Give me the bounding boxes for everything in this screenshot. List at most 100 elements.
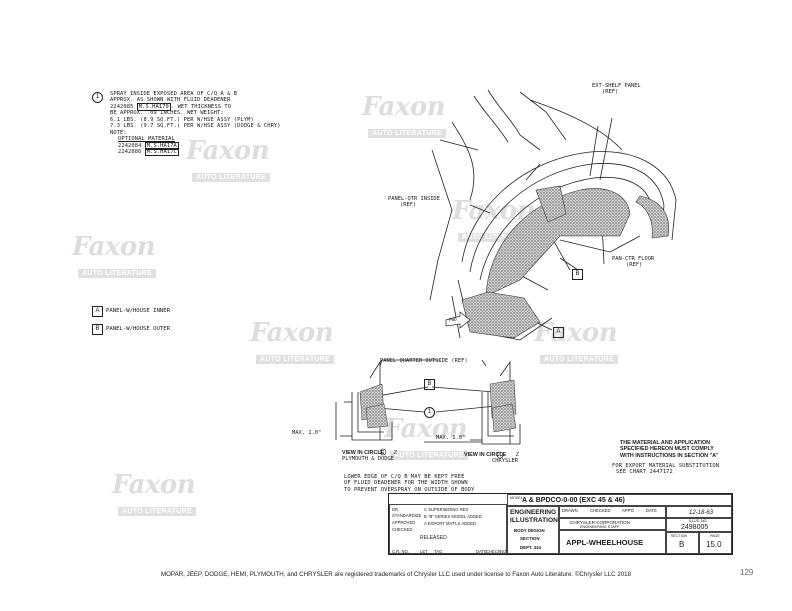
note-line: OF FLUID DEADENER FOR THE WIDTH SHOWN (344, 480, 468, 487)
drawing-title-cell: APPL-WHEELHOUSE (559, 530, 666, 554)
note-line: 6.1 LBS. (8.9 SQ.FT.) PER W/HSE ASSY (PL… (110, 116, 254, 123)
rev-col-label: TAG (434, 549, 443, 554)
rev-label: CHECKED (392, 527, 413, 532)
section-cell-label: SECTION (671, 534, 687, 538)
engineering-illustration-box: ENGINEERING ILLUSTRATION BODY DESIGN SEC… (507, 506, 559, 554)
revision-table: DR. STANDARDIZE APPROVED CHECKED C.R. NO… (389, 504, 507, 554)
rev-letter: C (424, 507, 428, 512)
section-label: SECTION (520, 536, 540, 541)
legend-label-a: PANEL-W/HOUSE INNER (106, 308, 170, 314)
rev-letter: B (424, 514, 427, 519)
section-value: B (679, 540, 685, 549)
corp-cell: CHRYSLER CORPORATION ENGINEERING STAFF (559, 518, 666, 530)
checked-label: CHECKED (590, 508, 611, 513)
corp-name: CHRYSLER CORPORATION (570, 520, 631, 525)
illus-no-value: 2498005 (681, 524, 709, 531)
date-label: DATE (646, 508, 657, 513)
note-line: WITH INSTRUCTIONS IN SECTION "A" (620, 452, 719, 459)
trademark-footer: MOPAR, JEEP, DODGE, HEMI, PLYMOUTH, and … (160, 571, 632, 578)
page-cell: PAGE 15.0 (699, 532, 732, 554)
optional-label: OPTIONAL MATERIAL (118, 136, 175, 143)
model-value: A & BPDCO-0-00 (EXC 45 & 46) (522, 497, 625, 504)
view-letter: Z (393, 450, 398, 456)
dim-max-right: MAX. 1.0" (436, 435, 466, 441)
rev-col-label: NO (500, 549, 507, 554)
signature-row: DRAWN CHECKED APP'D DATE (559, 506, 666, 518)
note-line: 2242085 M.S.HA170. WET THICKNESS TO (110, 102, 281, 111)
fwd-label: FWD (448, 317, 458, 324)
note-line: APPROX. AS SHOWN WITH FLUID DEADENER (110, 97, 231, 104)
rev-row: A EXPORT MAT'LS ADDED (424, 521, 476, 526)
note-line: SEE CHART 2447172 (616, 469, 673, 476)
note-line: SPECIFIED HEREON MUST COMPLY (620, 446, 714, 453)
illus-no-cell: ILLUS. NO. 2498005 (666, 518, 732, 532)
note-line: SPRAY INSIDE EXPOSED AREA OF C/Q A & B (110, 91, 238, 97)
callout-line: EXT-SHELF PANEL (592, 83, 641, 89)
illus-no-label: ILLUS. NO. (689, 519, 708, 523)
callout-line: PAN-CTR FLOOR (612, 256, 655, 262)
spec-box: M.S.HA170 (136, 102, 171, 111)
legend-label-b: PANEL-W/HOUSE OUTER (106, 326, 170, 332)
page-number: 129 (740, 568, 754, 577)
title-block: DR. STANDARDIZE APPROVED CHECKED C.R. NO… (388, 493, 733, 555)
rev-label: APPROVED (392, 520, 416, 525)
marker-b: B (424, 379, 435, 390)
model-label: MODEL (510, 496, 523, 500)
rev-col-label: LET (420, 549, 428, 554)
rev-row: C SUPERSEDING REV. (424, 507, 469, 512)
dim-max-left: MAX. 1.0" (292, 430, 322, 436)
legend-key-b: B (92, 324, 103, 335)
part-number: 2242084 (118, 142, 142, 149)
rev-desc: SUPERSEDING REV. (428, 507, 470, 512)
date-cell: 12-18-63 (666, 506, 732, 518)
part-number: 2242085 (110, 103, 134, 110)
note-line: 7.3 LBS. (9.7 SQ.FT.) PER W/HSE ASSY (DO… (110, 123, 281, 130)
export-note: FOR EXPORT MATERIAL SUBSTITUTION SEE CHA… (612, 463, 719, 476)
rev-desc: EXPORT MAT'LS ADDED (427, 521, 477, 526)
rev-letter: A (424, 521, 427, 526)
note-number-circle: 1 (92, 92, 103, 103)
drawn-label: DRAWN (562, 508, 578, 513)
view-caption-right: VIEW IN CIRCLE Z CHRYSLER (464, 452, 519, 465)
eng-heading: ENGINEERING (510, 509, 557, 516)
rev-row: B "B" SERIES MODEL ADDED (424, 514, 482, 519)
page-cell-label: PAGE (710, 534, 720, 538)
rev-desc: "B" SERIES MODEL ADDED (427, 514, 482, 519)
spray-notes: SPRAY INSIDE EXPOSED AREA OF C/Q A & B A… (110, 91, 281, 129)
callout-line: PANEL-QTR INSIDE (388, 196, 440, 202)
note-line: FOR EXPORT MATERIAL SUBSTITUTION (612, 463, 720, 469)
drawing-title: APPL-WHEELHOUSE (566, 538, 644, 547)
legend-key-a: A (92, 306, 103, 317)
note-line: TO PREVENT OVERSPRAY ON OUTSIDE OF BODY (344, 486, 475, 493)
view-title: VIEW IN CIRCLE (464, 452, 507, 458)
released-stamp: RELEASED (420, 535, 447, 541)
staff-name: ENGINEERING STAFF (580, 525, 620, 529)
callout-panel-quarter-outside: PANEL QUARTER OUTSIDE (REF) (380, 358, 468, 364)
marker-1: 1 (424, 407, 435, 418)
eng-heading: ILLUSTRATION (510, 517, 558, 524)
rev-label: STANDARDIZE (392, 513, 422, 518)
body-design-label: BODY DESIGN (514, 528, 545, 533)
part-number: 2242086 (118, 149, 142, 156)
marker-a: A (553, 327, 564, 338)
optional-row: 2242084 M.S.HA17A (110, 141, 179, 150)
callout-panel-qtr-inside: PANEL-QTR INSIDE (REF) (388, 196, 440, 209)
view-title: VIEW IN CIRCLE (342, 450, 385, 456)
optional-row: 2242086 M.S.HA17C (110, 148, 179, 157)
callout-line: (REF) (602, 89, 619, 96)
rev-label: DR. (392, 507, 400, 512)
date-value: 12-18-63 (689, 510, 714, 516)
callout-line: (REF) (626, 262, 643, 269)
callout-pan-ctr-floor: PAN-CTR FLOOR (REF) (612, 256, 654, 269)
callout-ext-shelf: EXT-SHELF PANEL (REF) (592, 83, 641, 96)
rev-col-label: DATE (476, 549, 487, 554)
callout-line: (REF) (400, 202, 417, 209)
lower-edge-note: LOWER EDGE OF C/Q B MAY BE KEPT FREE OF … (344, 474, 474, 493)
rev-label: C.R. NO. (392, 549, 409, 554)
view-caption-left: VIEW IN CIRCLE Z PLYMOUTH & DODGE (342, 450, 397, 463)
spec-box: M.S.HA17A (144, 141, 179, 150)
view-letter: Z (515, 452, 520, 458)
appd-label: APP'D (622, 508, 635, 513)
marker-b: B (572, 269, 583, 280)
optional-material-note: NOTE: OPTIONAL MATERIAL 2242084 M.S.HA17… (110, 130, 179, 157)
